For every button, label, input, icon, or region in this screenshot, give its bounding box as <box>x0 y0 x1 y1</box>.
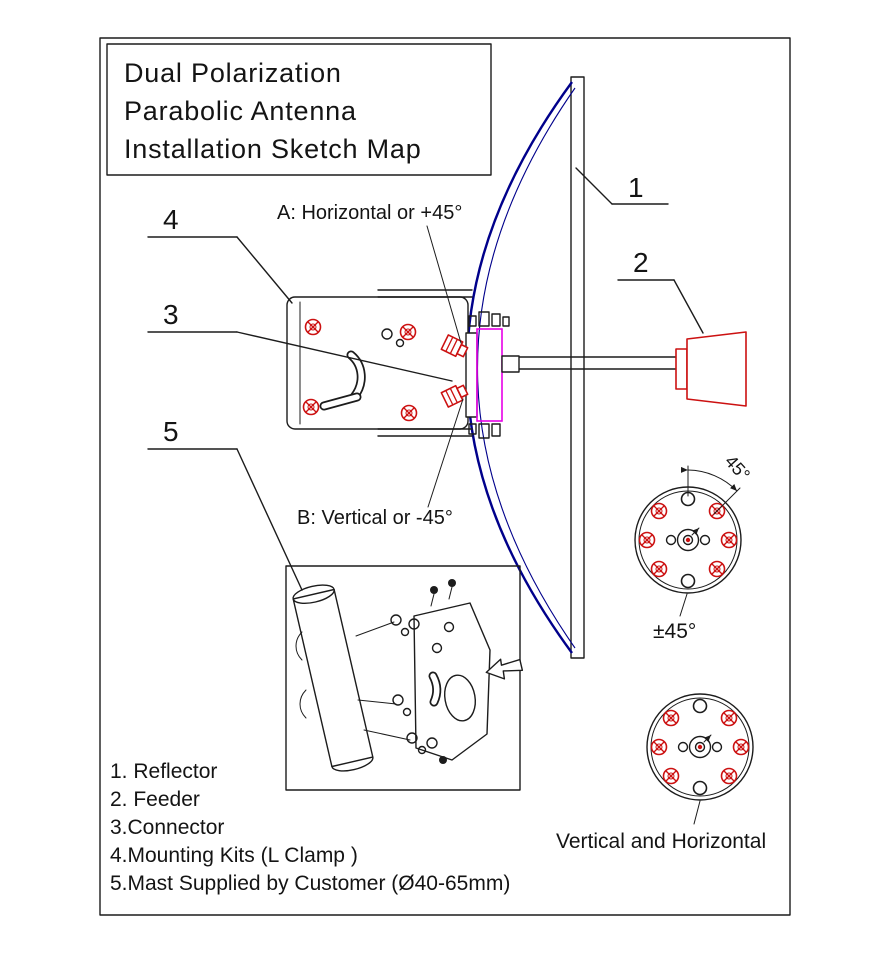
title-line-1: Dual Polarization <box>124 58 342 88</box>
assembly-arrow-icon <box>485 658 524 680</box>
u-bolt <box>299 689 307 719</box>
connector-port-a <box>440 334 469 358</box>
angle-dim-label: 45° <box>721 451 754 485</box>
callout-3-number: 3 <box>163 299 179 330</box>
legend-item-2: 2. Feeder <box>110 788 200 811</box>
flange-hole-icon <box>692 698 708 714</box>
callout-1: 1 <box>575 167 669 205</box>
rear-view-vh: Vertical and Horizontal <box>556 693 766 853</box>
callout-3: 3 <box>147 299 453 382</box>
bracket-bolt-icon <box>400 404 418 422</box>
annotation-port-b: B: Vertical or -45° <box>297 398 464 529</box>
bracket-bolt-icon <box>302 398 320 416</box>
flange-bolt-icon <box>720 531 738 549</box>
title-line-2: Parabolic Antenna <box>124 96 357 126</box>
feeder <box>675 331 747 407</box>
detail-hardware <box>390 579 456 764</box>
callout-2: 2 <box>617 247 704 334</box>
callout-1-number: 1 <box>628 172 644 203</box>
legend-item-3: 3.Connector <box>110 816 224 839</box>
pm45-label: ±45° <box>653 620 696 643</box>
flange-bolt-icon <box>708 560 726 578</box>
hub-nuts-bottom <box>468 423 501 439</box>
center-mark <box>697 744 703 750</box>
callout-5: 5 <box>147 416 303 591</box>
annotation-port-a: A: Horizontal or +45° <box>277 202 462 344</box>
rear-flange <box>646 693 754 801</box>
feed-mount-hub <box>440 311 520 439</box>
legend: 1. Reflector 2. Feeder 3.Connector 4.Mou… <box>110 760 510 895</box>
hub-plate <box>465 332 478 418</box>
polarization-arrow-icon <box>691 527 700 536</box>
mounting-detail-box <box>285 565 524 791</box>
bracket-bolt-icon <box>399 323 417 341</box>
mounting-bracket <box>286 289 473 437</box>
rear-view-pm45: 45° ±45° <box>634 451 754 643</box>
callout-4: 4 <box>147 204 293 304</box>
hub-nuts-top <box>468 311 510 327</box>
title-box <box>106 43 492 176</box>
callout-5-number: 5 <box>163 416 179 447</box>
legend-item-4: 4.Mounting Kits (L Clamp ) <box>110 844 358 867</box>
clamp-plate <box>413 602 491 761</box>
flange-bolt-icon <box>720 767 738 785</box>
feeder-collar <box>675 348 688 390</box>
flange-bolt-icon <box>650 738 668 756</box>
flange-bolt-icon <box>662 709 680 727</box>
drawing-border <box>99 37 791 916</box>
title-line-3: Installation Sketch Map <box>124 134 422 164</box>
callout-2-number: 2 <box>633 247 649 278</box>
feed-tube <box>502 356 687 370</box>
polarization-arrow-icon <box>703 734 712 743</box>
flange-hole-icon <box>692 780 708 796</box>
bracket-hole <box>395 338 405 348</box>
flange-hole-icon <box>680 573 696 589</box>
reflector-rim <box>570 76 585 659</box>
bracket-slots <box>319 350 366 411</box>
flange-bolt-icon <box>638 531 656 549</box>
center-mark <box>685 537 691 543</box>
hub-magenta-plate <box>476 328 503 422</box>
flange-bolt-icon <box>720 709 738 727</box>
flange-bolt-icon <box>650 560 668 578</box>
feeder-horn <box>686 331 747 407</box>
vh-label: Vertical and Horizontal <box>556 830 766 853</box>
flange-bolt-icon <box>662 767 680 785</box>
flange-bolt-icon <box>650 502 668 520</box>
callout-4-number: 4 <box>163 204 179 235</box>
title-block: Dual Polarization Parabolic Antenna Inst… <box>106 43 492 176</box>
reflector-parabola-back <box>476 87 576 649</box>
connector-port-b <box>440 384 469 408</box>
port-a-label: A: Horizontal or +45° <box>277 202 462 224</box>
port-b-label: B: Vertical or -45° <box>297 507 453 529</box>
legend-item-5: 5.Mast Supplied by Customer (Ø40-65mm) <box>110 872 510 895</box>
detail-box-border <box>285 565 521 791</box>
bracket-bolt-icon <box>304 318 322 336</box>
legend-item-1: 1. Reflector <box>110 760 217 783</box>
flange-bolt-icon <box>732 738 750 756</box>
mast <box>292 584 374 772</box>
hub-adapter <box>501 355 520 373</box>
bracket-hole <box>381 328 393 340</box>
u-bolt <box>295 631 303 661</box>
reflector-side-view <box>465 76 585 659</box>
